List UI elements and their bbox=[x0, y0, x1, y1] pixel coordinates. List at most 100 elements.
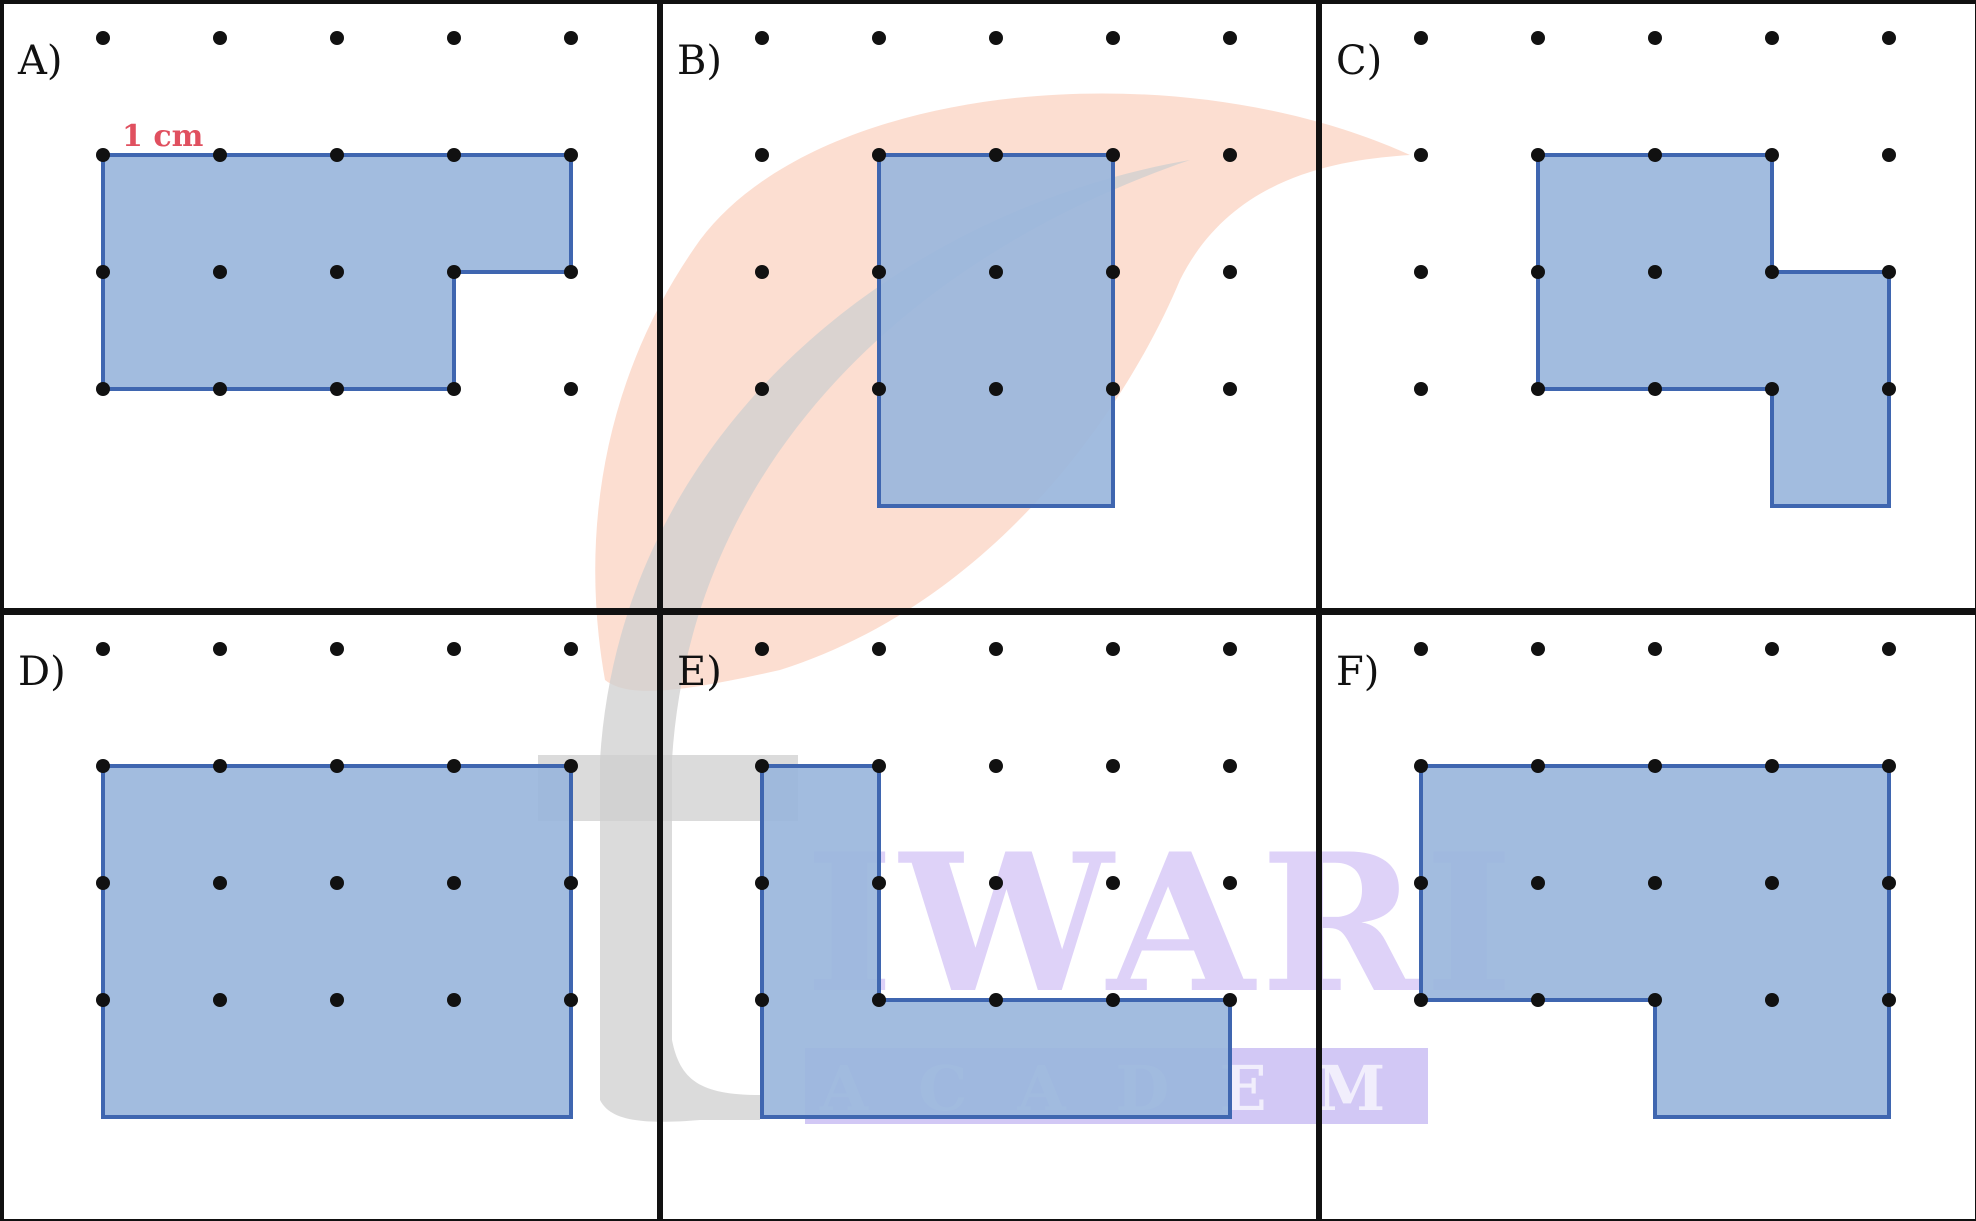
grid-dot bbox=[1765, 876, 1779, 890]
grid-dot bbox=[1882, 993, 1896, 1007]
grid-dot bbox=[1882, 148, 1896, 162]
grid-dot bbox=[564, 382, 578, 396]
grid-dot bbox=[1223, 759, 1237, 773]
grid-dot bbox=[447, 382, 461, 396]
grid-dot bbox=[1882, 876, 1896, 890]
grid-dot bbox=[1531, 265, 1545, 279]
grid-dot bbox=[989, 759, 1003, 773]
panel-label: F) bbox=[1336, 649, 1379, 695]
grid-dot bbox=[755, 993, 769, 1007]
panel-a: A) 1 cm bbox=[17, 31, 578, 396]
grid-dot bbox=[96, 759, 110, 773]
grid-dot bbox=[564, 993, 578, 1007]
grid-dot bbox=[1882, 642, 1896, 656]
grid-dot bbox=[1648, 876, 1662, 890]
grid-dot bbox=[96, 642, 110, 656]
grid-dot bbox=[989, 642, 1003, 656]
grid-dot bbox=[96, 876, 110, 890]
grid-dot bbox=[1765, 642, 1779, 656]
grid-dot bbox=[989, 31, 1003, 45]
grid-dot bbox=[330, 642, 344, 656]
grid-dot bbox=[1414, 759, 1428, 773]
grid-dot bbox=[96, 993, 110, 1007]
grid-dot bbox=[213, 759, 227, 773]
scale-label: 1 cm bbox=[122, 119, 204, 154]
grid-dot bbox=[1223, 265, 1237, 279]
grid-dot bbox=[1648, 759, 1662, 773]
grid-dot bbox=[755, 876, 769, 890]
grid-dot bbox=[213, 382, 227, 396]
grid-dot bbox=[213, 642, 227, 656]
grid-dot bbox=[330, 31, 344, 45]
grid-dot bbox=[447, 265, 461, 279]
panel-border bbox=[1318, 0, 1976, 612]
shaded-shape bbox=[101, 764, 573, 1119]
grid-dot bbox=[872, 265, 886, 279]
grid-dot bbox=[755, 265, 769, 279]
grid-dot bbox=[872, 759, 886, 773]
grid-dot bbox=[1106, 148, 1120, 162]
grid-dot bbox=[1414, 265, 1428, 279]
grid-dot bbox=[989, 148, 1003, 162]
grid-dot bbox=[1765, 993, 1779, 1007]
grid-dot bbox=[1765, 265, 1779, 279]
grid-dot bbox=[1882, 759, 1896, 773]
grid-dot bbox=[96, 265, 110, 279]
grid-dot bbox=[447, 759, 461, 773]
grid-dot bbox=[213, 148, 227, 162]
grid-dot bbox=[1223, 148, 1237, 162]
grid-dot bbox=[1882, 265, 1896, 279]
grid-dot bbox=[330, 759, 344, 773]
grid-dot bbox=[872, 642, 886, 656]
grid-dot bbox=[213, 265, 227, 279]
grid-dot bbox=[1106, 642, 1120, 656]
grid-dot bbox=[564, 642, 578, 656]
grid-dot bbox=[447, 993, 461, 1007]
grid-dot bbox=[755, 759, 769, 773]
panel-label: B) bbox=[677, 38, 722, 84]
grid-dot bbox=[1223, 642, 1237, 656]
grid-dot bbox=[1531, 876, 1545, 890]
panel-c: C) bbox=[1336, 31, 1896, 508]
grid-dot bbox=[989, 876, 1003, 890]
grid-dot bbox=[755, 642, 769, 656]
grid-dot bbox=[755, 382, 769, 396]
grid-dot bbox=[447, 31, 461, 45]
grid-dot bbox=[1223, 31, 1237, 45]
grid-dot bbox=[989, 993, 1003, 1007]
grid-dot bbox=[1531, 382, 1545, 396]
grid-dot bbox=[1414, 993, 1428, 1007]
grid-dot bbox=[1765, 148, 1779, 162]
grid-dot bbox=[1531, 993, 1545, 1007]
grid-dot bbox=[1223, 876, 1237, 890]
grid-dot bbox=[1531, 148, 1545, 162]
grid-dot bbox=[96, 31, 110, 45]
grid-dot bbox=[1648, 642, 1662, 656]
grid-dot bbox=[96, 148, 110, 162]
grid-dot bbox=[989, 382, 1003, 396]
grid-dot bbox=[1765, 759, 1779, 773]
grid-dot bbox=[1531, 642, 1545, 656]
grid-dot bbox=[1765, 31, 1779, 45]
grid-dot bbox=[1648, 148, 1662, 162]
shaded-shape bbox=[1536, 153, 1891, 508]
grid-dot bbox=[447, 876, 461, 890]
grid-dot bbox=[1882, 382, 1896, 396]
grid-dot bbox=[1531, 31, 1545, 45]
grid-dot bbox=[564, 876, 578, 890]
grid-dot bbox=[1106, 993, 1120, 1007]
grid-dot bbox=[564, 31, 578, 45]
grid-dot bbox=[447, 148, 461, 162]
panel-f: F) bbox=[1336, 642, 1896, 1119]
grid-dot bbox=[330, 993, 344, 1007]
grid-dot bbox=[330, 148, 344, 162]
grid-dot bbox=[1106, 759, 1120, 773]
grid-dot bbox=[872, 31, 886, 45]
watermark-stem-bar bbox=[538, 755, 798, 821]
panel-label: A) bbox=[17, 38, 63, 84]
grid-dot bbox=[1106, 876, 1120, 890]
grid-dot bbox=[755, 148, 769, 162]
grid-dot bbox=[1414, 148, 1428, 162]
